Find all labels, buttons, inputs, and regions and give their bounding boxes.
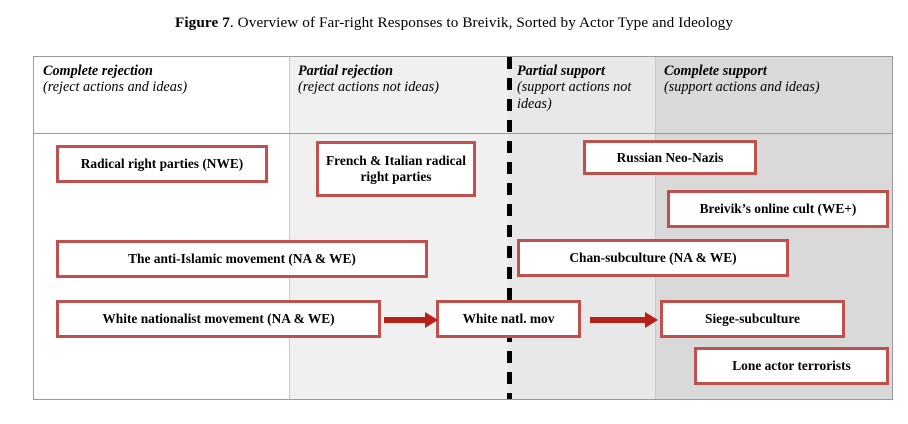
node-chan-subculture[interactable]: Chan-subculture (NA & WE) xyxy=(517,239,789,277)
column-header-complete-support: Complete support (support actions and id… xyxy=(664,63,890,96)
arrow-white-nationalist-to-white-natl-mov xyxy=(384,311,438,328)
column-header-subtitle: (support actions and ideas) xyxy=(664,79,820,96)
header-separator-rule xyxy=(34,133,892,134)
column-header-subtitle: (reject actions not ideas) xyxy=(298,79,439,96)
column-header-partial-rejection: Partial rejection (reject actions not id… xyxy=(298,63,506,96)
column-band-partial-rejection xyxy=(289,57,508,399)
column-header-partial-support: Partial support (support actions not ide… xyxy=(517,63,653,112)
node-french-italian-radical-right-parties[interactable]: French & Italian radical right parties xyxy=(316,141,476,197)
column-separator-3-4 xyxy=(655,57,656,399)
node-white-nationalist-movement[interactable]: White nationalist movement (NA & WE) xyxy=(56,300,381,338)
column-header-complete-rejection: Complete rejection (reject actions and i… xyxy=(43,63,287,96)
node-radical-right-parties-nwe[interactable]: Radical right parties (NWE) xyxy=(56,145,268,183)
column-header-subtitle: (support actions not ideas) xyxy=(517,79,632,112)
column-header-title: Complete support xyxy=(664,63,767,79)
column-separator-1-2 xyxy=(289,57,290,399)
arrow-head xyxy=(425,311,438,328)
node-lone-actor-terrorists[interactable]: Lone actor terrorists xyxy=(694,347,889,385)
column-header-title: Partial rejection xyxy=(298,63,393,79)
figure-caption-label: Figure 7 xyxy=(174,14,230,31)
arrow-shaft xyxy=(590,317,646,323)
figure-table: Complete rejection (reject actions and i… xyxy=(33,56,893,400)
node-anti-islamic-movement[interactable]: The anti-Islamic movement (NA & WE) xyxy=(56,240,428,278)
figure-caption-text: . Overview of Far-right Responses to Bre… xyxy=(229,14,734,31)
column-band-complete-support xyxy=(655,57,892,399)
column-band-partial-support xyxy=(508,57,655,399)
column-header-title: Complete rejection xyxy=(43,63,153,79)
column-header-subtitle: (reject actions and ideas) xyxy=(43,79,188,96)
figure-caption: Figure 7. Overview of Far-right Response… xyxy=(0,14,908,32)
node-white-natl-mov[interactable]: White natl. mov xyxy=(436,300,581,338)
column-band-complete-rejection xyxy=(34,57,289,399)
arrow-head xyxy=(645,311,658,328)
ideology-divider-dashed-line xyxy=(507,57,512,399)
node-breiviks-online-cult[interactable]: Breivik’s online cult (WE+) xyxy=(667,190,889,228)
node-siege-subculture[interactable]: Siege-subculture xyxy=(660,300,845,338)
arrow-white-natl-mov-to-siege-subculture xyxy=(590,311,660,328)
arrow-shaft xyxy=(384,317,426,323)
column-header-title: Partial support xyxy=(517,63,605,79)
node-russian-neo-nazis[interactable]: Russian Neo-Nazis xyxy=(583,140,757,175)
